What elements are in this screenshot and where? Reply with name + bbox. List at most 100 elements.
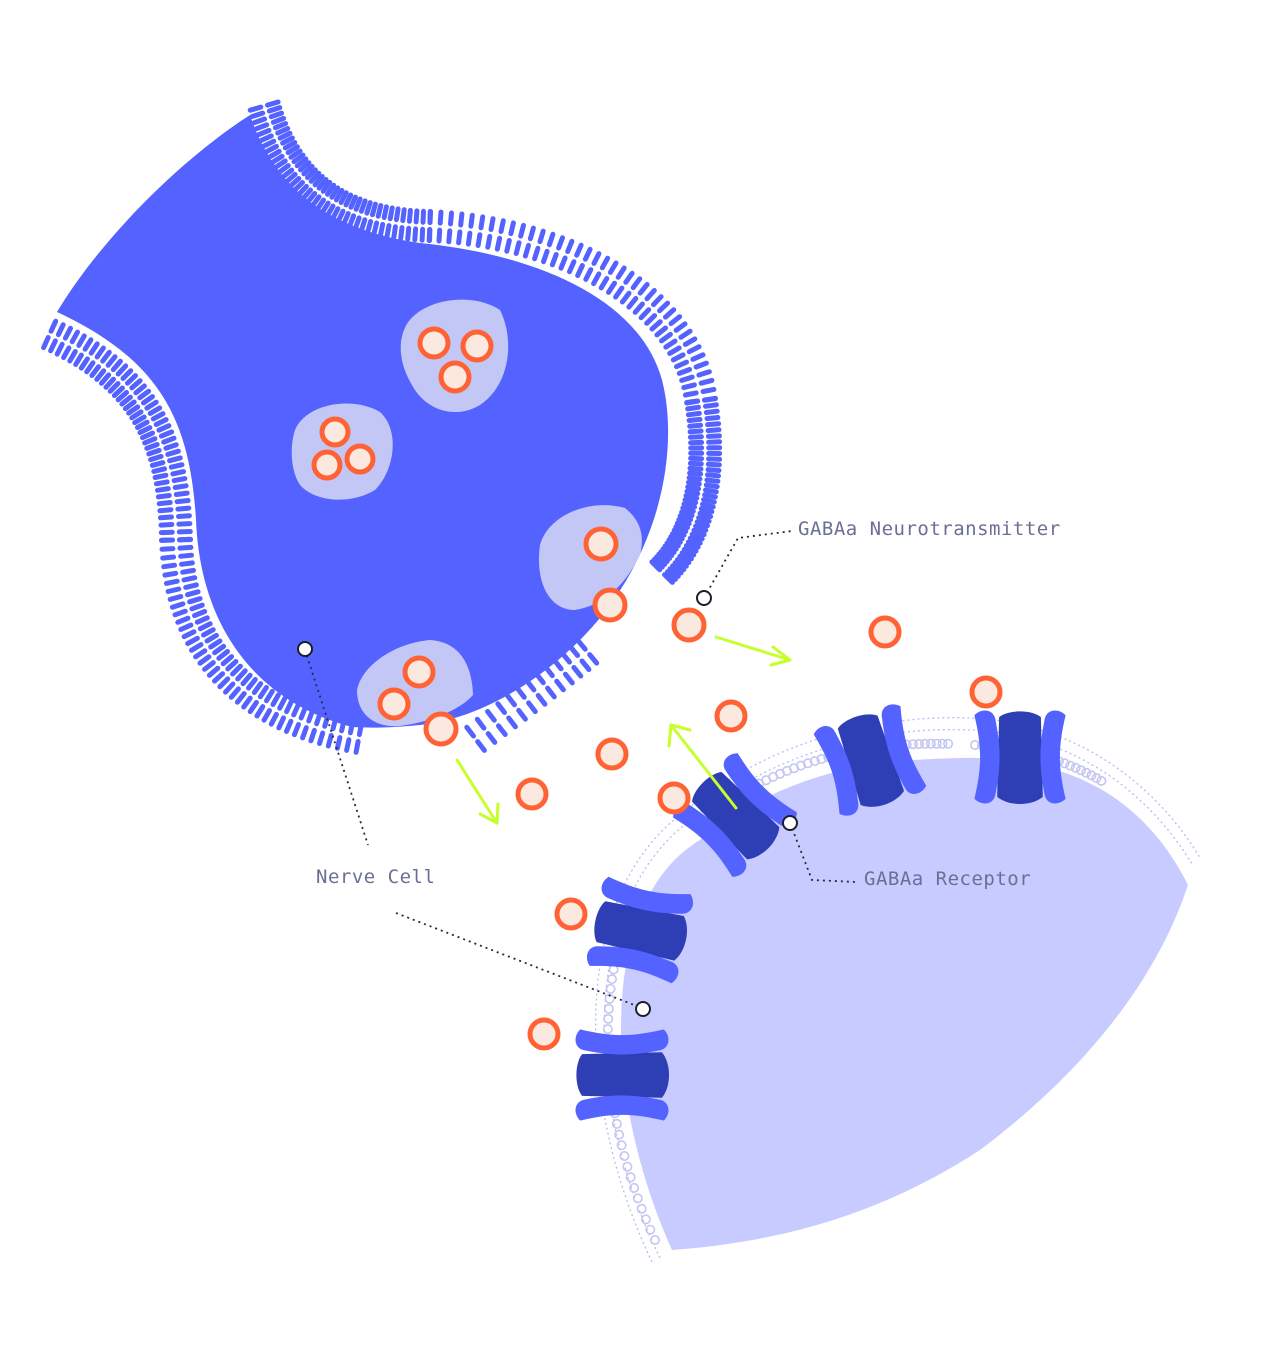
membrane-dash bbox=[685, 393, 696, 395]
membrane-dash bbox=[147, 402, 156, 408]
membrane-dash bbox=[243, 675, 250, 683]
membrane-dash bbox=[175, 611, 185, 615]
membrane-pore bbox=[604, 1025, 612, 1033]
membrane-dash bbox=[429, 230, 430, 241]
membrane-pore bbox=[608, 975, 616, 983]
gabaa-neurotransmitter-molecule bbox=[598, 740, 626, 768]
membrane-dash bbox=[481, 217, 483, 228]
membrane-dash bbox=[303, 728, 307, 738]
membrane-dash bbox=[108, 357, 115, 366]
membrane-dash bbox=[601, 279, 607, 288]
gabaa-neurotransmitter-molecule bbox=[586, 529, 616, 559]
membrane-dash bbox=[58, 325, 63, 335]
membrane-dash bbox=[173, 472, 184, 474]
membrane-dash bbox=[226, 684, 233, 692]
membrane-dash bbox=[635, 304, 642, 312]
membrane-dash bbox=[535, 248, 538, 258]
membrane-dash bbox=[164, 438, 174, 442]
membrane-dash bbox=[72, 332, 77, 342]
membrane-dash bbox=[511, 223, 514, 234]
membrane-dash bbox=[478, 235, 480, 246]
membrane-dash bbox=[51, 341, 56, 351]
membrane-dash bbox=[530, 228, 533, 239]
membrane-dash bbox=[373, 204, 376, 215]
membrane-dash bbox=[686, 496, 697, 498]
membrane-dash bbox=[552, 255, 556, 265]
membrane-dash bbox=[491, 219, 493, 230]
membrane-dash bbox=[629, 299, 636, 308]
membrane-dash bbox=[708, 424, 719, 425]
membrane-dash bbox=[440, 212, 441, 223]
membrane-dash bbox=[609, 283, 615, 292]
membrane-dash bbox=[705, 398, 716, 400]
membrane-dash bbox=[499, 726, 506, 735]
membrane-dash bbox=[145, 439, 155, 443]
membrane-dash bbox=[186, 585, 197, 588]
membrane-dash bbox=[260, 688, 266, 697]
membrane-dash bbox=[387, 226, 389, 237]
membrane-dash bbox=[215, 674, 223, 681]
membrane-dash bbox=[488, 236, 490, 247]
membrane-dash bbox=[188, 592, 199, 595]
membrane-dash bbox=[123, 371, 131, 379]
membrane-dash bbox=[294, 725, 298, 735]
gabaa-neurotransmitter-molecule bbox=[420, 329, 448, 357]
membrane-dash bbox=[337, 738, 340, 749]
membrane-dash bbox=[287, 702, 292, 712]
gabaa-neurotransmitter-molecule bbox=[463, 332, 491, 360]
membrane-dash bbox=[51, 321, 56, 331]
membrane-dash bbox=[147, 445, 157, 449]
callout-marker bbox=[298, 642, 312, 656]
gabaa-neurotransmitter-molecule bbox=[660, 784, 688, 812]
gabaa-receptor-icon bbox=[974, 711, 1065, 805]
membrane-dash bbox=[150, 408, 160, 414]
gabaa-neurotransmitter-molecule bbox=[972, 678, 1000, 706]
membrane-dash bbox=[578, 266, 583, 276]
membrane-dash bbox=[467, 727, 474, 736]
callout-marker bbox=[697, 591, 711, 605]
membrane-dash bbox=[264, 141, 274, 146]
membrane-dash bbox=[257, 707, 263, 716]
membrane-dash bbox=[703, 389, 714, 391]
membrane-dash bbox=[590, 655, 597, 664]
membrane-dash bbox=[151, 456, 162, 459]
membrane-dash bbox=[165, 573, 176, 575]
membrane-dash bbox=[525, 245, 528, 256]
membrane-pore bbox=[638, 1205, 646, 1213]
membrane-dash bbox=[268, 102, 279, 105]
membrane-dash bbox=[175, 486, 186, 488]
membrane-dash bbox=[257, 125, 267, 129]
membrane-dash bbox=[565, 674, 572, 683]
membrane-pore bbox=[613, 1120, 621, 1128]
membrane-dash bbox=[509, 718, 516, 727]
membrane-dash bbox=[79, 336, 85, 346]
label-nerve-cell: Nerve Cell bbox=[316, 866, 435, 888]
membrane-dash bbox=[544, 251, 548, 261]
membrane-dash bbox=[497, 238, 499, 249]
membrane-dash bbox=[367, 203, 370, 214]
membrane-dash bbox=[177, 501, 188, 502]
membrane-dash bbox=[561, 258, 565, 268]
membrane-dash bbox=[422, 229, 423, 240]
membrane-dash bbox=[657, 328, 666, 335]
membrane-dash bbox=[220, 679, 228, 687]
membrane-dash bbox=[279, 718, 284, 728]
membrane-dash bbox=[518, 689, 525, 698]
membrane-dash bbox=[666, 310, 674, 317]
membrane-dash bbox=[178, 618, 188, 622]
membrane-pore bbox=[620, 1152, 628, 1160]
membrane-dash bbox=[708, 430, 719, 431]
membrane-dash bbox=[182, 563, 193, 564]
membrane-dash bbox=[162, 549, 173, 550]
gabaa-neurotransmitter-molecule bbox=[674, 610, 704, 640]
membrane-dash bbox=[708, 464, 719, 465]
membrane-dash bbox=[540, 231, 543, 242]
membrane-dash bbox=[278, 129, 288, 134]
membrane-dash bbox=[267, 691, 273, 700]
membrane-pore bbox=[634, 1194, 642, 1202]
membrane-dash bbox=[549, 234, 553, 244]
membrane-dash bbox=[231, 689, 238, 697]
membrane-dash bbox=[660, 303, 668, 311]
membrane-dash bbox=[578, 641, 585, 649]
membrane-dash bbox=[91, 344, 97, 353]
